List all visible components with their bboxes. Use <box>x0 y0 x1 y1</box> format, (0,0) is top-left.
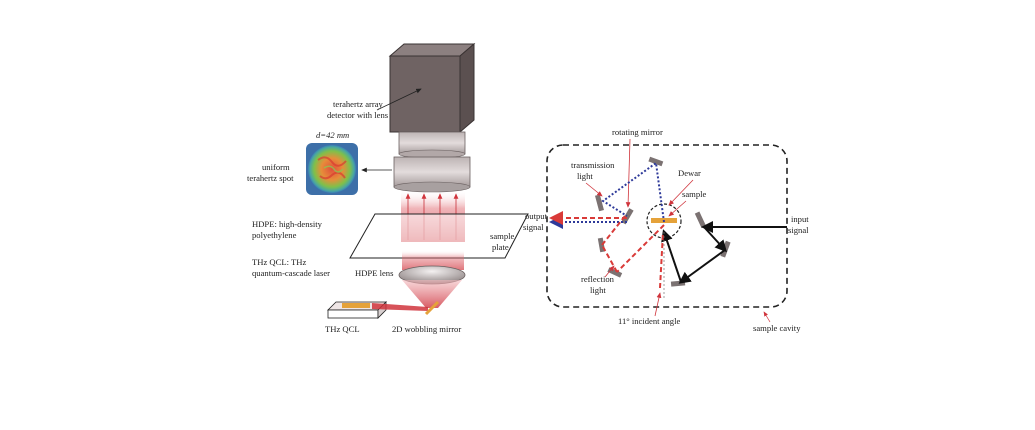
qcl-definition-line1: THz QCL: THz <box>252 257 306 267</box>
output-label-line2: signal <box>523 222 544 232</box>
transmission-light-path <box>549 161 665 229</box>
incident-angle-label: 11° incident angle <box>618 316 680 326</box>
spot-diameter-label: d=42 mm <box>316 130 349 140</box>
spot-label-line2: terahertz spot <box>247 173 294 183</box>
input-signal-path <box>661 221 787 284</box>
thz-beam-cone <box>402 280 462 308</box>
reflection-light-path <box>549 211 665 289</box>
thz-beam-lower <box>402 250 464 270</box>
sample-plate-label-line1: sample <box>490 231 515 241</box>
sample-cavity-pointer <box>763 311 771 323</box>
sample-plate <box>349 213 529 259</box>
transmission-label-line1: transmission <box>571 160 615 170</box>
qcl-source-label: THz QCL <box>325 324 360 334</box>
sample-label: sample <box>682 189 707 199</box>
detector-lens-rings <box>393 131 471 193</box>
detector-pointer <box>376 88 422 111</box>
hdpe-lens-label: HDPE lens <box>355 268 394 278</box>
spot-label-line1: uniform <box>262 162 290 172</box>
qcl-definition-line2: quantum-cascade laser <box>252 268 330 278</box>
sample-pointer <box>668 200 687 217</box>
right-setup: sample cavity rotating mirror Dewar samp… <box>523 127 809 333</box>
transmission-label-line2: light <box>577 171 593 181</box>
hdpe-definition-line2: polyethylene <box>252 230 297 240</box>
wobbling-mirror <box>424 300 440 316</box>
rotating-mirror-pointer <box>625 138 631 208</box>
dewar-pointer <box>668 179 694 206</box>
detector-label-line1: terahertz array <box>333 99 384 109</box>
terahertz-array-detector <box>388 42 476 134</box>
reflection-pointer <box>604 265 615 278</box>
sample-cavity-box <box>546 144 788 308</box>
left-setup: terahertz array detector with lens d=42 … <box>247 42 529 334</box>
incident-angle-pointer <box>654 292 662 317</box>
reflection-label-line2: light <box>590 285 606 295</box>
output-label-line1: output <box>525 211 548 221</box>
detector-label-line2: detector with lens <box>327 110 389 120</box>
input-label-line2: signal <box>788 225 809 235</box>
terahertz-spot-image <box>306 143 358 195</box>
wobbling-mirror-label: 2D wobbling mirror <box>392 324 461 334</box>
qcl-beam <box>372 303 428 311</box>
rotating-mirror-label: rotating mirror <box>612 127 663 137</box>
transmission-pointer <box>585 182 603 197</box>
sample-cavity-label: sample cavity <box>753 323 801 333</box>
dewar-label: Dewar <box>678 168 701 178</box>
input-label-line1: input <box>791 214 809 224</box>
reflection-label-line1: reflection <box>581 274 615 284</box>
sample-plate-label-line2: plate <box>492 242 509 252</box>
hdpe-definition-line1: HDPE: high-density <box>252 219 323 229</box>
